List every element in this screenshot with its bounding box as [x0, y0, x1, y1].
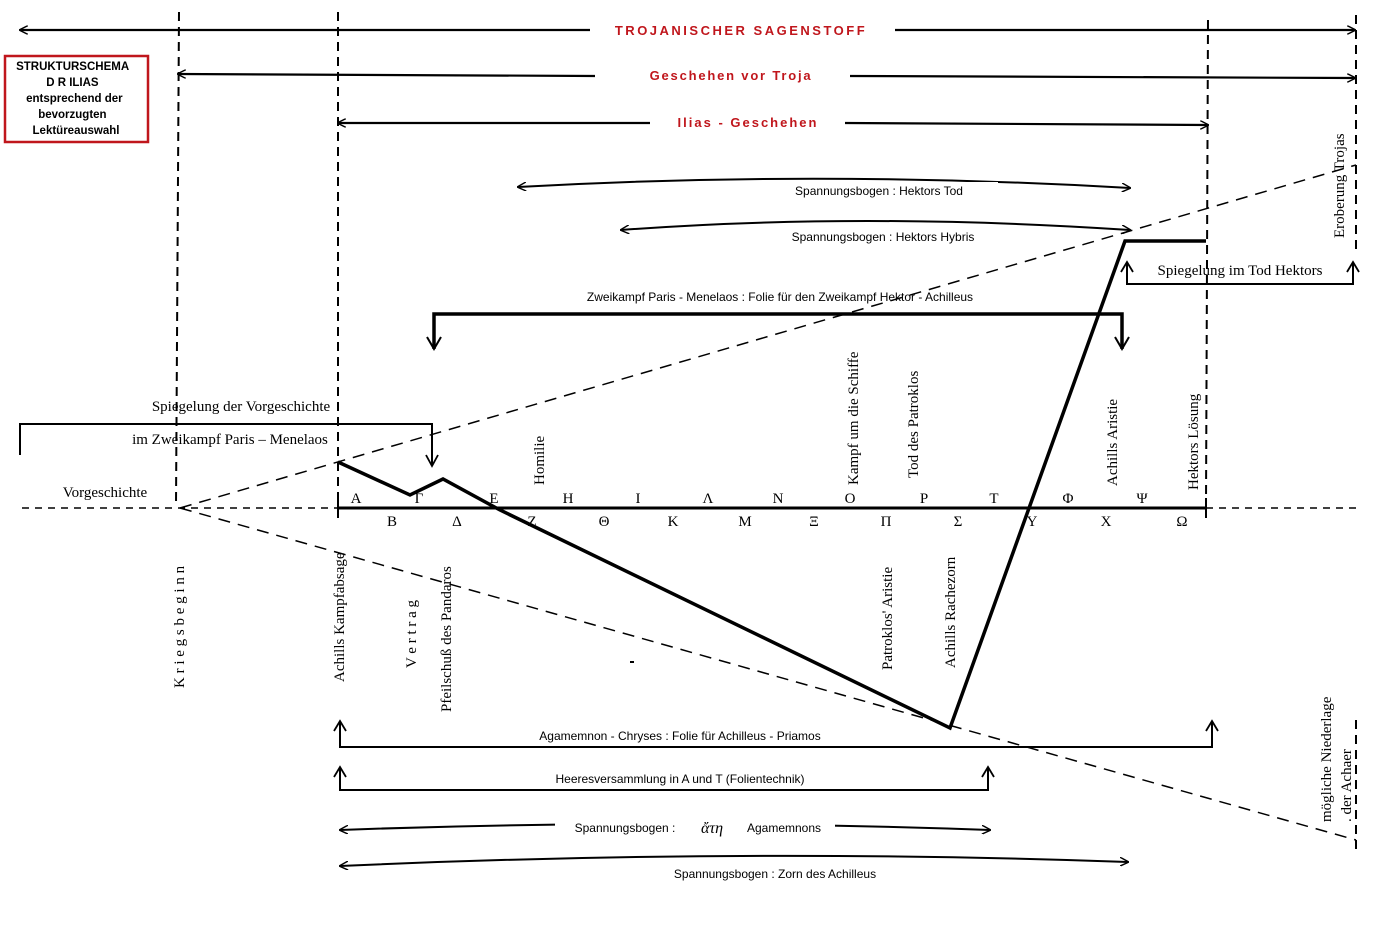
title-line-1: STRUKTURSCHEMA [16, 61, 129, 73]
achills-rachezorn-label: Achills Rachezorn [943, 556, 959, 668]
book-lower-4: Κ [668, 514, 679, 530]
spiegelung-vorgeschichte-line-2: im Zweikampf Paris – Menelaos [132, 432, 328, 448]
svg-text:STRUKTURSCHEMA D R ILIAS: STRUKTURSCHEMA D R ILIAS entsprechend de… [16, 61, 132, 137]
spiegelung-tod-label: Spiegelung im Tod Hektors [1158, 263, 1323, 279]
time-axis: Vorgeschichte [22, 485, 1356, 518]
book-lower-8: Σ [954, 514, 963, 530]
book-lower-10: Χ [1101, 514, 1112, 530]
zweikampf-bracket-line [432, 312, 1124, 349]
trojan-label: TROJANISCHER SAGENSTOFF [615, 23, 867, 38]
book-upper-4: Ι [636, 491, 641, 507]
pfeilschuss-label: Pfeilschuß des Pandaros [439, 566, 455, 712]
vertical-markers [175, 11, 1357, 855]
book-upper-10: Φ [1063, 491, 1074, 507]
ate-label-suffix: Agamemnons [747, 821, 821, 835]
arc-ate: Spannungsbogen : ἄτη Agamemnons [340, 818, 990, 838]
title-box: STRUKTURSCHEMA D R ILIAS entsprechend de… [3, 54, 150, 144]
bracket-spiegelung-tod: Spiegelung im Tod Hektors [1120, 260, 1360, 285]
patroklos-aristie-label: Patroklos' Aristie [880, 567, 896, 670]
ilias-label: Ilias - Geschehen [678, 115, 819, 130]
ate-label-prefix: Spannungsbogen : [575, 821, 676, 835]
niederlage-label-1: mögliche Niederlage [1319, 696, 1335, 822]
bracket-zweikampf: Zweikampf Paris - Menelaos : Folie für d… [426, 290, 1130, 351]
book-upper-3: Η [563, 491, 574, 507]
book-lower-11: Ω [1176, 514, 1187, 530]
title-line-4: bevorzugten [38, 109, 106, 121]
book-lower-7: Π [881, 514, 892, 530]
achills-aristie-label: Achills Aristie [1105, 399, 1121, 486]
tension-curve [337, 239, 1206, 731]
title-line-5: Lektüreauswahl [33, 125, 120, 137]
span-troja: Geschehen vor Troja [178, 68, 1355, 83]
heeresversammlung-label: Heeresversammlung in A und T (Folientech… [555, 772, 804, 786]
homilie-label: Homilie [532, 435, 548, 485]
book-upper-8: Ρ [920, 491, 928, 507]
ate-greek-word: ἄτη [701, 820, 723, 837]
book-upper-7: Ο [845, 491, 856, 507]
bracket-agamemnon: Agamemnon - Chryses : Folie für Achilleu… [333, 719, 1219, 748]
troja-label: Geschehen vor Troja [650, 68, 813, 83]
book-upper-11: Ψ [1136, 491, 1148, 507]
kampf-schiffe-label: Kampf um die Schiffe [846, 351, 862, 485]
spiegelung-vorgeschichte-line-1: Spiegelung der Vorgeschichte [152, 399, 331, 415]
title-line-3: entsprechend der [26, 93, 123, 105]
book-upper-1: Γ [415, 491, 424, 507]
hektors-hybris-label: Spannungsbogen : Hektors Hybris [792, 230, 975, 244]
book-upper-0: Α [351, 491, 362, 507]
title-line-2: D R ILIAS [46, 77, 99, 89]
arc-hektors-tod: Spannungsbogen : Hektors Tod [518, 177, 1130, 200]
book-upper-9: Τ [989, 491, 998, 507]
book-lower-1: Δ [452, 514, 462, 530]
hektors-tod-label: Spannungsbogen : Hektors Tod [795, 184, 963, 198]
eroberung-label: Eroberung Trojas [1332, 133, 1348, 238]
book-upper-5: Λ [703, 491, 714, 507]
cone-lines [179, 164, 1357, 841]
span-ilias: Ilias - Geschehen [338, 115, 1208, 130]
niederlage-label-2: . der Achaer [1339, 749, 1355, 822]
book-lower-2: Ζ [527, 514, 536, 530]
book-lower-9: Υ [1027, 514, 1038, 530]
agamemnon-label: Agamemnon - Chryses : Folie für Achilleu… [539, 729, 820, 743]
kriegsbeginn-label: K r i e g s b e g i n n [172, 565, 188, 688]
book-upper-2: Ε [489, 491, 498, 507]
book-lower-6: Ξ [809, 514, 819, 530]
bracket-spiegelung-vorgeschichte: Spiegelung der Vorgeschichte im Zweikamp… [19, 399, 439, 468]
span-trojan: TROJANISCHER SAGENSTOFF [20, 23, 1355, 38]
zorn-label: Spannungsbogen : Zorn des Achilleus [674, 867, 876, 881]
arc-zorn: Spannungsbogen : Zorn des Achilleus [340, 854, 1128, 884]
vertrag-label: V e r t r a g [404, 599, 420, 668]
tod-patroklos-label: Tod des Patroklos [906, 371, 922, 478]
book-lower-3: Θ [599, 514, 610, 530]
vorgeschichte-label: Vorgeschichte [63, 485, 148, 501]
book-lower-5: Μ [738, 514, 751, 530]
book-upper-6: Ν [773, 491, 784, 507]
bracket-heeresversammlung: Heeresversammlung in A und T (Folientech… [333, 765, 995, 791]
arc-hektors-hybris: Spannungsbogen : Hektors Hybris [621, 220, 1130, 246]
book-lower-0: Β [387, 514, 397, 530]
title-box-border [3, 54, 150, 144]
zweikampf-label: Zweikampf Paris - Menelaos : Folie für d… [587, 290, 973, 304]
kampfabsage-label: Achills Kampfabsage [332, 552, 348, 682]
hektors-loesung-label: Hektors Lösung [1186, 393, 1202, 490]
